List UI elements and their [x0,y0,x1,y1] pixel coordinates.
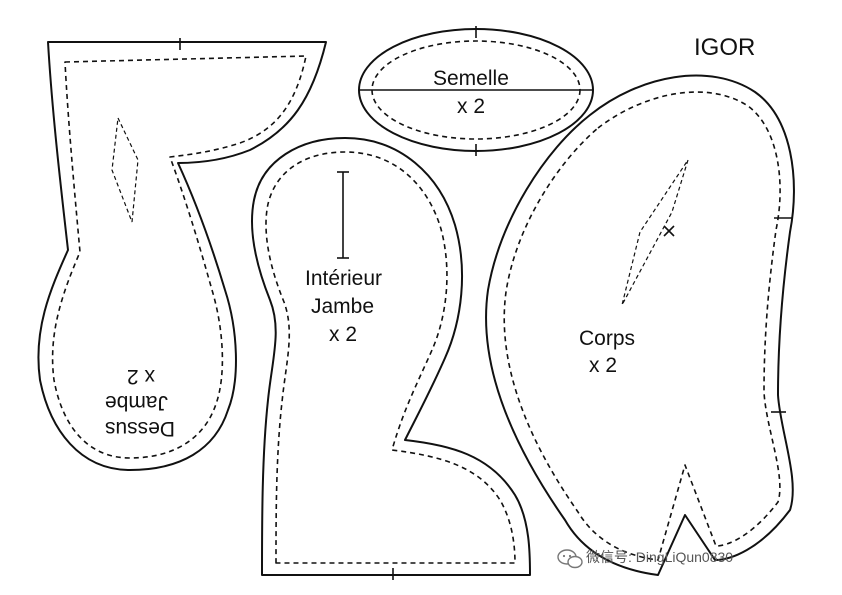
piece-semelle: Semelle x 2 [358,26,594,156]
interieur-jambe-name-2: Jambe [311,295,374,318]
semelle-qty: x 2 [457,95,485,118]
wechat-icon [557,549,583,569]
corps-qty: x 2 [589,354,617,377]
corps-cut-line [485,74,795,576]
dessus-jambe-cut-line [37,41,327,471]
interieur-jambe-cut-line [251,137,531,576]
interieur-jambe-seam-line [265,151,516,564]
dessus-jambe-name-2: Jambe [105,391,168,414]
corps-dart-cross-b [663,225,675,237]
dessus-jambe-name-1: Dessus [105,417,175,440]
piece-dessus-jambe: Dessus Jambe x 2 [37,38,327,471]
corps-seam-line [503,91,781,561]
piece-interieur-jambe: Intérieur Jambe x 2 [251,137,531,580]
semelle-name: Semelle [433,67,509,90]
interieur-jambe-qty: x 2 [329,323,357,346]
dessus-jambe-label-rotated: Dessus Jambe x 2 [105,365,175,440]
dessus-jambe-qty: x 2 [127,365,155,388]
interieur-jambe-name-1: Intérieur [305,267,382,290]
watermark-text: 微信号: DingLiQun0830 [586,549,733,565]
corps-name: Corps [579,327,635,350]
pattern-title: IGOR [694,34,755,61]
corps-dart [621,159,689,306]
watermark: 微信号: DingLiQun0830 [557,549,733,569]
piece-corps: Corps x 2 [485,74,795,576]
dessus-jambe-dart [111,115,139,223]
dessus-jambe-seam-line [51,55,307,459]
